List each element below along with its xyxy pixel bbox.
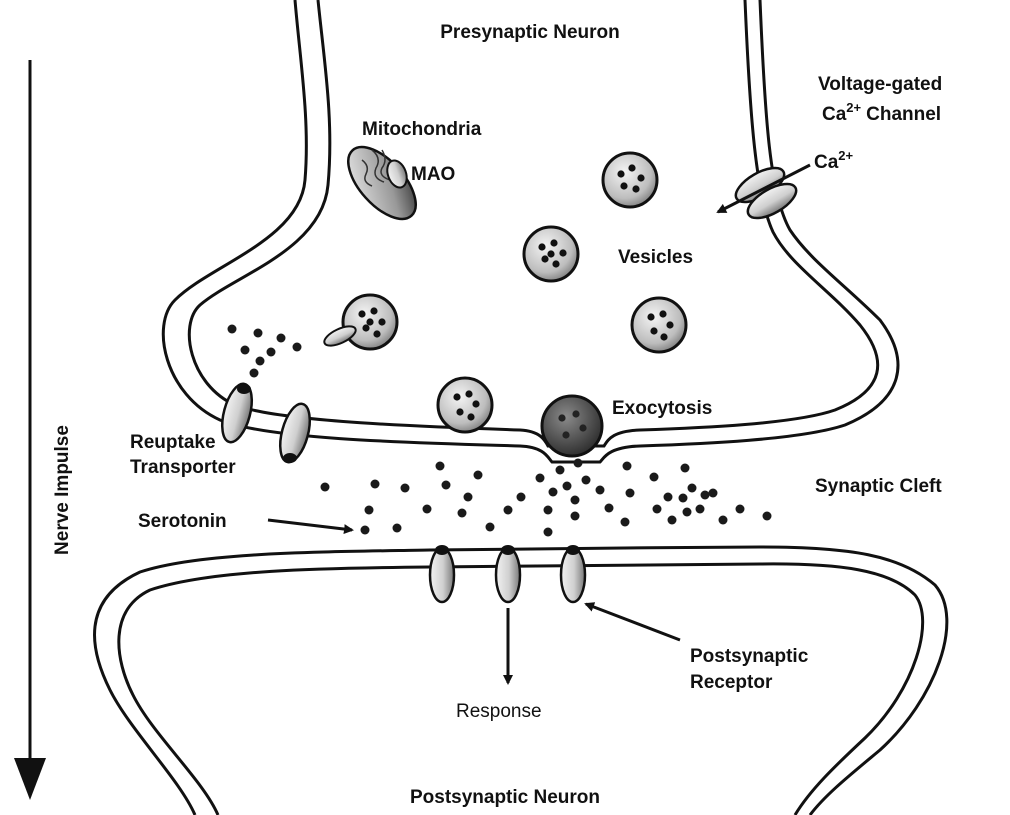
presynaptic-membrane — [163, 0, 898, 462]
calcium-channel — [718, 161, 810, 225]
receptor-pointer-arrow — [586, 604, 680, 640]
serotonin-arrow — [268, 520, 352, 530]
exocytosis-label: Exocytosis — [612, 398, 712, 419]
mitochondria-label: Mitochondria — [362, 119, 482, 140]
postsynaptic-receptor-label-line2: Receptor — [690, 672, 773, 693]
synaptic-cleft-label: Synaptic Cleft — [815, 476, 942, 497]
calcium-ion-label: Ca2+ — [814, 148, 854, 173]
serotonin-label: Serotonin — [138, 511, 227, 532]
postsynaptic-receptor — [430, 545, 454, 602]
vesicles-label: Vesicles — [618, 247, 693, 268]
vesicle — [603, 153, 657, 207]
mao-label: MAO — [411, 164, 455, 185]
vesicle-fusing-reuptake — [322, 295, 397, 350]
postsynaptic-receptor — [561, 545, 585, 602]
vesicle — [438, 378, 492, 432]
transporter-label: Transporter — [130, 457, 236, 478]
reuptake-label: Reuptake — [130, 432, 216, 453]
postsynaptic-neuron-label: Postsynaptic Neuron — [410, 787, 600, 808]
postsynaptic-receptor — [496, 545, 520, 602]
exocytosis-vesicle — [542, 396, 602, 456]
nerve-impulse-arrow — [14, 60, 46, 800]
response-label: Response — [456, 701, 542, 722]
postsynaptic-receptor-label-line1: Postsynaptic — [690, 646, 809, 667]
vesicle — [632, 298, 686, 352]
postsynaptic-membrane — [95, 547, 947, 815]
reuptake-transporter — [275, 401, 316, 466]
presynaptic-neuron-label: Presynaptic Neuron — [440, 22, 620, 43]
nerve-impulse-label: Nerve Impulse — [52, 425, 73, 555]
reuptake-transporter — [217, 381, 258, 446]
voltage-gated-label: Voltage-gated — [818, 74, 942, 95]
calcium-channel-label: Ca2+Channel — [822, 100, 941, 125]
vesicle — [524, 227, 578, 281]
